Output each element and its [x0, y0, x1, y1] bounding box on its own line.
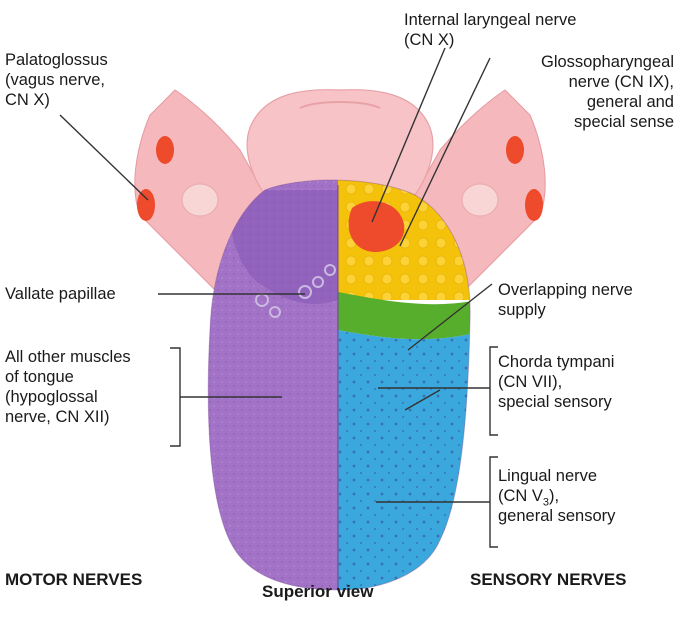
bracket-lingual	[489, 456, 498, 548]
label-text: (CN V	[498, 487, 543, 505]
label-lingual-nerve: Lingual nerve (CN V3), general sensory	[498, 466, 615, 526]
label-line: nerve, CN XII)	[5, 408, 110, 426]
label-line: (hypoglossal	[5, 388, 98, 406]
bracket-other-muscles	[170, 347, 181, 447]
label-glossopharyngeal: Glossopharyngeal nerve (CN IX), general …	[541, 52, 674, 132]
label-line: (CN V3),	[498, 486, 615, 509]
label-line: Palatoglossus	[5, 51, 108, 69]
label-line: special sensory	[498, 393, 612, 411]
label-line: of tongue	[5, 368, 74, 386]
label-line: CN X)	[5, 91, 50, 109]
label-subscript: 3	[542, 496, 550, 509]
bracket-chorda	[489, 346, 498, 436]
left-tonsil-spot	[156, 136, 174, 164]
leader-glossopharyngeal	[399, 57, 491, 247]
label-line: Overlapping nerve	[498, 281, 633, 299]
overlap-region	[338, 292, 471, 340]
label-line: Lingual nerve	[498, 467, 598, 485]
label-overlapping: Overlapping nerve supply	[498, 280, 633, 320]
label-palatoglossus: Palatoglossus (vagus nerve, CN X)	[5, 50, 108, 110]
internal-laryngeal-spot	[348, 201, 405, 252]
leader-internal-laryngeal	[371, 47, 446, 223]
leader-overlapping	[407, 283, 493, 351]
label-other-muscles: All other muscles of tongue (hypoglossal…	[5, 347, 131, 427]
right-tonsil-spot-lower	[525, 189, 543, 221]
footer-motor-nerves: MOTOR NERVES	[5, 570, 143, 589]
footer-view-caption: Superior view	[262, 582, 374, 601]
posterior-bumpy-region	[229, 190, 338, 304]
label-line: All other muscles	[5, 348, 131, 366]
label-line: supply	[498, 301, 546, 319]
label-line: (CN VII),	[498, 373, 563, 391]
epiglottis	[246, 89, 434, 196]
label-line: special sense	[574, 113, 674, 131]
leader-chorda-b	[404, 389, 441, 411]
label-vallate-papillae: Vallate papillae	[5, 285, 116, 303]
label-internal-laryngeal: Internal laryngeal nerve (CN X)	[404, 10, 576, 50]
label-line: general sensory	[498, 507, 616, 525]
right-tonsil	[461, 183, 499, 217]
label-line: Internal laryngeal nerve	[404, 11, 577, 29]
label-text: ),	[549, 487, 560, 505]
left-tonsil-spot-lower	[137, 189, 155, 221]
label-chorda-tympani: Chorda tympani (CN VII), special sensory	[498, 352, 614, 412]
label-line: (CN X)	[404, 31, 455, 49]
leader-palatoglossus	[59, 114, 149, 201]
leader-lines	[59, 47, 498, 548]
footer-sensory-nerves: SENSORY NERVES	[470, 570, 627, 589]
pharynx-region	[134, 89, 546, 291]
label-line: Chorda tympani	[498, 353, 615, 371]
left-tonsil	[181, 183, 219, 217]
tongue	[208, 180, 471, 590]
label-line: general and	[586, 93, 674, 111]
label-line: Glossopharyngeal	[541, 53, 674, 71]
label-line: (vagus nerve,	[5, 71, 105, 89]
right-tonsil-spot	[506, 136, 524, 164]
label-line: nerve (CN IX),	[568, 73, 674, 91]
